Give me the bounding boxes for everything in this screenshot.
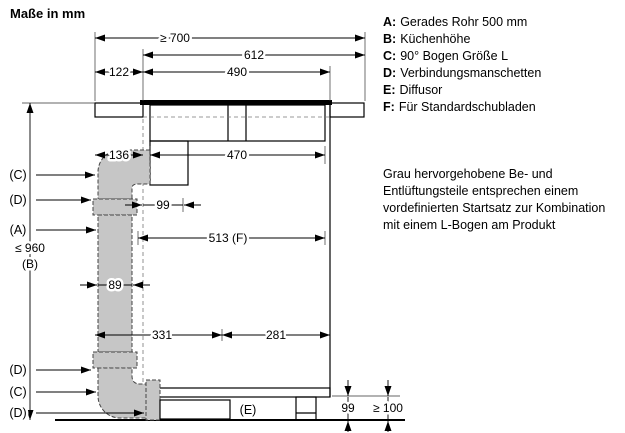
hob-body (149, 104, 326, 142)
worktop-right-section (329, 102, 365, 118)
legend-key: C: (383, 49, 397, 63)
part-callouts: (C) (D) (A) (D) (C) (D) (E) (7, 166, 259, 423)
part-label-bend-top: (C) (9, 168, 26, 182)
diffusor (159, 399, 231, 420)
dim-label: 281 (266, 328, 286, 342)
legend-item-b: B:Küchenhöhe (383, 31, 541, 48)
dim-min-width-700: ≥ 700 (95, 29, 365, 48)
dim-label: 99 (156, 198, 170, 212)
dim-513-f: 513 (F) (138, 229, 325, 248)
parts-legend: A:Gerades Rohr 500 mm B:Küchenhöhe C:90°… (383, 14, 541, 116)
dim-label: 89 (108, 278, 122, 292)
dim-label: (B) (22, 257, 38, 271)
dim-label: ≥ 100 (373, 401, 403, 415)
dim-490: 490 (143, 63, 330, 82)
dim-label: 122 (109, 65, 129, 79)
legend-text: Verbindungsmanschetten (400, 66, 542, 80)
dim-281: 281 (222, 326, 330, 345)
dim-89: 89 (80, 276, 150, 295)
legend-key: B: (383, 32, 397, 46)
part-label-sleeve-bottom: (D) (9, 406, 26, 420)
legend-text: 90° Bogen Größe L (400, 49, 509, 63)
part-label-sleeve-top: (D) (9, 193, 26, 207)
dim-99-top: 99 (125, 196, 201, 215)
dim-max-height-960: ≤ 960 (B) (13, 103, 48, 420)
dim-99-bottom: 99 (339, 380, 357, 432)
dim-470: 470 (150, 146, 325, 165)
connector-sleeve-top (92, 198, 138, 216)
connector-sleeve-middle (92, 351, 138, 369)
legend-item-d: D:Verbindungsmanschetten (383, 65, 541, 82)
part-label-sleeve-middle: (D) (9, 363, 26, 377)
part-label-diffusor: (E) (240, 403, 257, 417)
hob-outlet-stub (149, 140, 189, 186)
part-label-straight-duct: (A) (10, 223, 27, 237)
worktop-left-section (94, 102, 144, 118)
bend-90-bottom (97, 367, 153, 419)
dim-136: 136 (95, 146, 143, 165)
legend-text: Diffusor (399, 83, 443, 97)
straight-duct (97, 214, 133, 353)
hob-appliance (140, 100, 332, 186)
cabinet-foot (295, 396, 317, 421)
legend-key: A: (383, 15, 397, 29)
hob-glass-top (140, 100, 332, 105)
legend-item-a: A:Gerades Rohr 500 mm (383, 14, 541, 31)
legend-text: Gerades Rohr 500 mm (400, 15, 528, 29)
dim-label: 612 (244, 48, 264, 62)
extension-lines (22, 32, 400, 397)
legend-text: Für Standardschubladen (398, 100, 536, 114)
legend-item-c: C:90° Bogen Größe L (383, 48, 541, 65)
dim-min-plinth-100: ≥ 100 (371, 380, 406, 432)
cabinet-bottom-panel (142, 387, 331, 398)
dim-label: 136 (109, 148, 129, 162)
legend-text: Küchenhöhe (400, 32, 471, 46)
gray-parts-note: Grau hervorgehobene Be- und Entlüftungst… (383, 167, 606, 232)
dim-122: 122 (95, 63, 143, 82)
dim-label: ≥ 700 (160, 31, 190, 45)
connector-sleeve-bottom (145, 379, 161, 421)
dim-label: 513 (F) (209, 231, 248, 245)
legend-item-f: F:Für Standardschubladen (383, 99, 541, 116)
dim-label: 331 (152, 328, 172, 342)
dim-label: 470 (227, 148, 247, 162)
part-label-bend-bottom: (C) (9, 385, 26, 399)
legend-key: F: (383, 100, 395, 114)
dim-331: 331 (95, 326, 222, 345)
page-title: Maße in mm (10, 6, 86, 21)
legend-key: E: (383, 83, 396, 97)
dim-label: 99 (341, 401, 355, 415)
cabinet (55, 103, 405, 421)
duct-start-set (92, 149, 231, 421)
dim-label: 490 (227, 65, 247, 79)
legend-key: D: (383, 66, 397, 80)
dim-label: ≤ 960 (15, 241, 45, 255)
legend-item-e: E:Diffusor (383, 82, 541, 99)
dim-612: 612 (143, 46, 365, 65)
installation-drawing: ≥ 700 612 122 490 136 470 99 513 (F) 89 … (7, 29, 406, 432)
